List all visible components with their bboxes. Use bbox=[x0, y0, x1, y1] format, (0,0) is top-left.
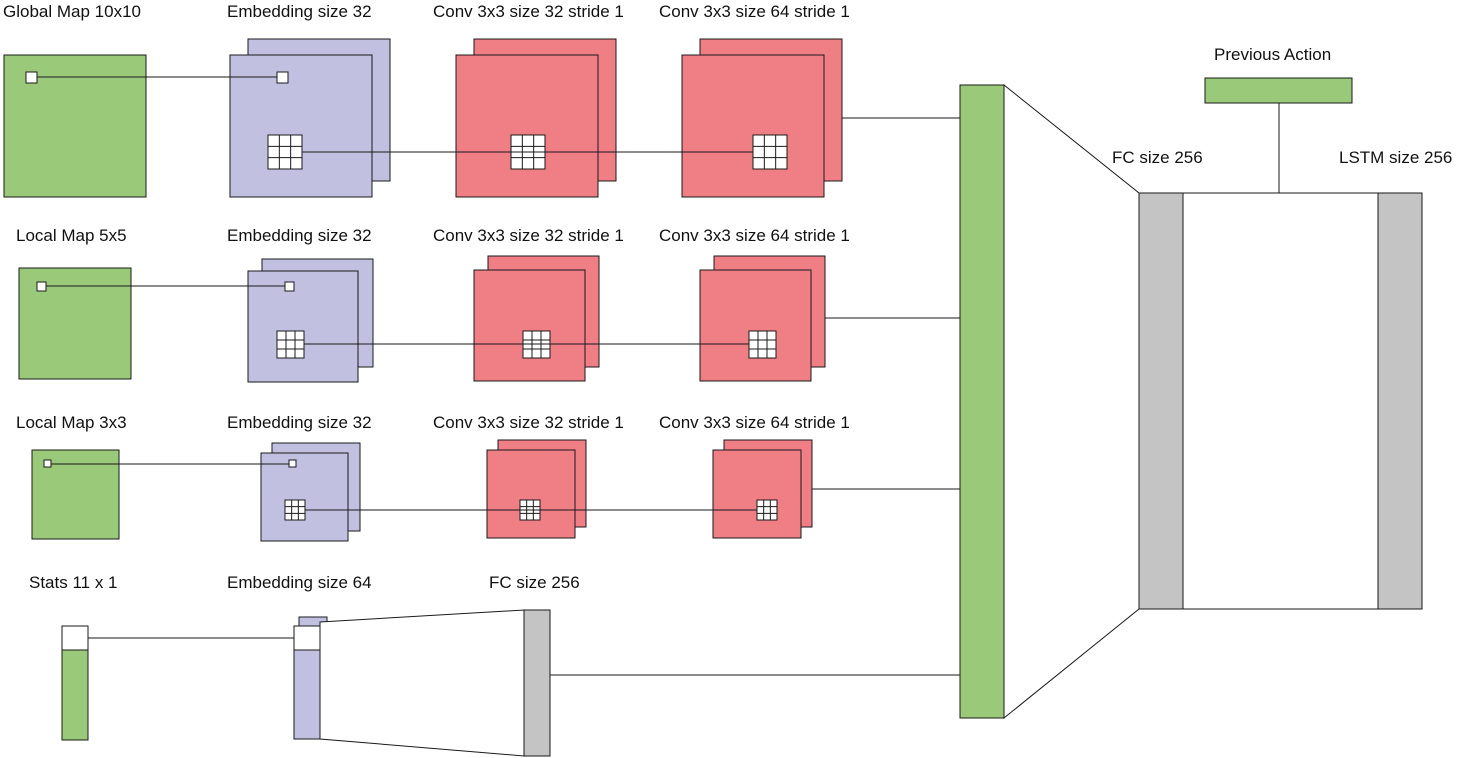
fc-label: FC size 256 bbox=[1112, 148, 1203, 167]
embedding-layer bbox=[260, 452, 349, 542]
conv2-label-row1: Conv 3x3 size 64 stride 1 bbox=[659, 2, 850, 21]
kernel-grid-frame bbox=[267, 134, 303, 170]
local-map-5x5-label: Local Map 5x5 bbox=[16, 226, 127, 245]
conv2-layer bbox=[699, 269, 812, 382]
conv1-layer bbox=[486, 449, 576, 539]
stats-label: Stats 11 x 1 bbox=[29, 573, 118, 592]
kernel-grid-icon bbox=[276, 330, 305, 359]
stats-fc-label: FC size 256 bbox=[489, 573, 580, 592]
kernel-grid-frame bbox=[276, 330, 305, 359]
embedding-cell bbox=[288, 459, 297, 468]
local-map-cell bbox=[36, 281, 47, 292]
conv1-label-row1: Conv 3x3 size 32 stride 1 bbox=[433, 2, 624, 21]
stats-fc-trapezoid bbox=[319, 609, 525, 757]
local-map-3x3-label: Local Map 3x3 bbox=[16, 413, 127, 432]
local-map-cell bbox=[43, 459, 52, 468]
embedding-layer bbox=[247, 270, 359, 383]
conv1-label-row2: Conv 3x3 size 32 stride 1 bbox=[433, 226, 624, 245]
local-map-5x5-input bbox=[18, 267, 132, 380]
row-local-map-5x5 bbox=[18, 255, 960, 383]
embedding-label-row1: Embedding size 32 bbox=[227, 2, 372, 21]
head bbox=[959, 77, 1423, 720]
global-map-input bbox=[3, 54, 147, 198]
stats-cell bbox=[61, 625, 89, 651]
row-stats bbox=[61, 609, 960, 757]
previous-action-input bbox=[1204, 77, 1353, 104]
fc-trapezoid bbox=[1003, 83, 1140, 720]
concat-layer bbox=[959, 84, 1005, 719]
previous-action-label: Previous Action bbox=[1214, 45, 1331, 64]
conv2-label-row2: Conv 3x3 size 64 stride 1 bbox=[659, 226, 850, 245]
fc-lstm-block bbox=[1138, 192, 1423, 610]
row-local-map-3x3 bbox=[31, 439, 960, 542]
kernel-grid-frame bbox=[756, 499, 778, 521]
embedding-cell bbox=[284, 281, 295, 292]
fc-layer bbox=[1138, 192, 1184, 610]
conv2-layer bbox=[712, 449, 802, 539]
kernel-grid-icon bbox=[284, 499, 306, 521]
labels: Global Map 10x10 Embedding size 32 Conv … bbox=[3, 2, 1452, 592]
stats-embedding-label: Embedding size 64 bbox=[227, 573, 372, 592]
embedding-label-row2: Embedding size 32 bbox=[227, 226, 372, 245]
embedding-cell bbox=[276, 71, 289, 84]
lstm-label: LSTM size 256 bbox=[1339, 148, 1452, 167]
kernel-grid-frame bbox=[752, 134, 788, 170]
kernel-grid-frame bbox=[748, 330, 777, 359]
conv1-layer bbox=[455, 54, 599, 198]
conv1-layer bbox=[473, 269, 586, 382]
kernel-grid-icon bbox=[267, 134, 303, 170]
kernel-grid-icon bbox=[756, 499, 778, 521]
conv2-layer bbox=[681, 54, 825, 198]
embedding-label-row3: Embedding size 32 bbox=[227, 413, 372, 432]
global-map-label: Global Map 10x10 bbox=[3, 2, 141, 21]
row-global-map bbox=[3, 38, 960, 198]
kernel-grid-icon bbox=[748, 330, 777, 359]
stats-embedding-cell bbox=[293, 625, 321, 651]
embedding-layer bbox=[229, 54, 373, 198]
lstm-layer bbox=[1377, 192, 1423, 610]
kernel-grid-icon bbox=[752, 134, 788, 170]
conv1-label-row3: Conv 3x3 size 32 stride 1 bbox=[433, 413, 624, 432]
stats-fc-layer bbox=[523, 609, 551, 757]
global-map-cell bbox=[25, 71, 38, 84]
kernel-grid-frame bbox=[284, 499, 306, 521]
stats-input bbox=[61, 649, 89, 741]
conv2-label-row3: Conv 3x3 size 64 stride 1 bbox=[659, 413, 850, 432]
